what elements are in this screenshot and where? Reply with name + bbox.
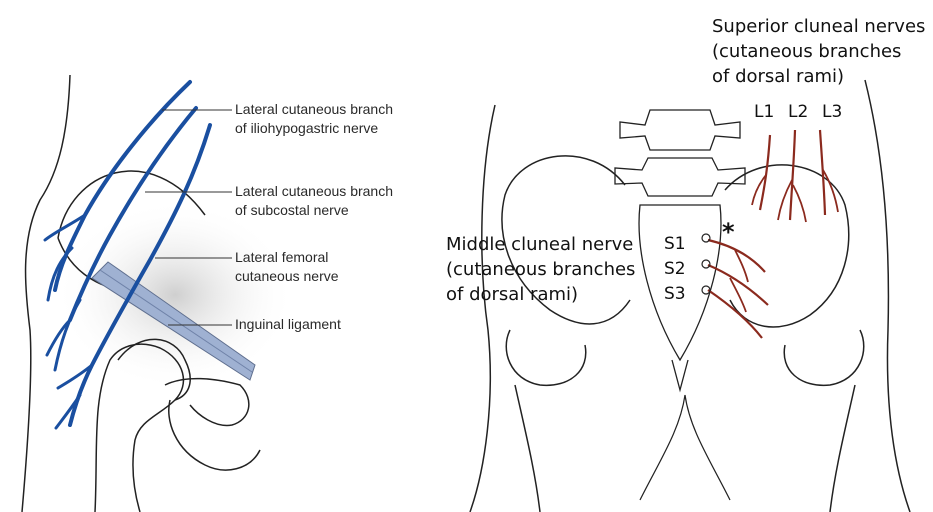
shading [55,200,295,390]
gluteal-cleft [640,395,685,500]
label-iliohypogastric: Lateral cutaneous branch of iliohypogast… [235,100,393,138]
label-line: Lateral cutaneous branch [235,182,393,201]
vertebra-l4 [620,110,740,150]
label-line: (cutaneous branches [712,39,925,64]
label-l1: L1 [754,100,774,125]
label-s2: S2 [664,257,686,282]
superior-cluneal-l2 [790,130,795,220]
sacral-foramen-s1 [702,234,710,242]
coccyx [672,360,688,390]
lfcn-branch [56,395,80,428]
right-femur [830,385,855,512]
label-s1: S1 [664,232,686,257]
label-line: of dorsal rami) [446,282,635,307]
label-middle-cluneal: Middle cluneal nerve (cutaneous branches… [446,232,635,307]
label-line: of subcostal nerve [235,201,393,220]
sacral-foramen-s2 [702,260,710,268]
superior-cluneal-branch [793,185,806,222]
label-line: Superior cluneal nerves [712,14,925,39]
superior-cluneal-l1 [760,135,770,210]
asterisk-marker: * [722,218,735,246]
body-silhouette-left [470,105,495,512]
gluteal-cleft [685,395,730,500]
label-subcostal: Lateral cutaneous branch of subcostal ne… [235,182,393,220]
label-s3: S3 [664,282,686,307]
right-hip-joint [784,330,864,385]
label-inguinal-ligament: Inguinal ligament [235,315,341,334]
ischium [169,400,260,470]
label-superior-cluneal: Superior cluneal nerves (cutaneous branc… [712,14,925,89]
label-line: Middle cluneal nerve [446,232,635,257]
middle-cluneal-s2 [708,265,768,305]
label-line: Inguinal ligament [235,315,341,334]
label-line: cutaneous nerve [235,267,339,286]
middle-cluneal-s3 [708,290,762,338]
left-femur [515,385,540,512]
label-line: Lateral cutaneous branch [235,100,393,119]
label-lateral-femoral-cutaneous: Lateral femoral cutaneous nerve [235,248,339,286]
label-l3: L3 [822,100,842,125]
hip-illustration [0,0,440,512]
left-hip-joint [506,330,586,385]
lateral-hip-nerve-diagram: Lateral cutaneous branch of iliohypogast… [0,0,440,512]
label-line: of iliohypogastric nerve [235,119,393,138]
body-silhouette-right [865,80,910,512]
label-line: of dorsal rami) [712,64,925,89]
label-line: (cutaneous branches [446,257,635,282]
label-l2: L2 [788,100,808,125]
posterior-pelvis-nerve-diagram: Superior cluneal nerves (cutaneous branc… [440,0,933,512]
label-line: Lateral femoral [235,248,339,267]
